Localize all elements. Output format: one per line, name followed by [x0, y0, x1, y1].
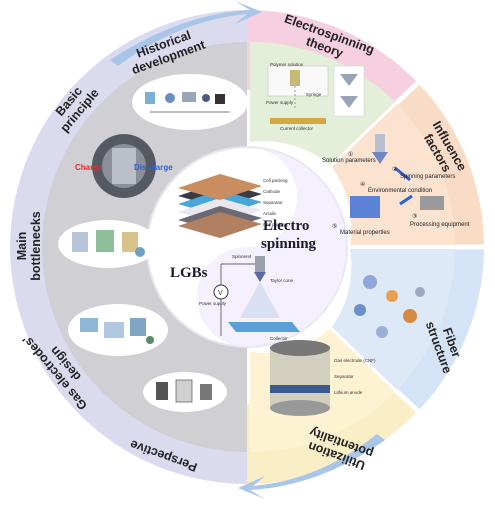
perspective-figures: [156, 379, 212, 403]
electro-label: Electro: [263, 218, 309, 234]
battery-stack-image: [178, 174, 262, 238]
power-supply-v: V: [218, 290, 223, 297]
fiber-panel: [332, 249, 455, 390]
gas-design-figures: [80, 318, 154, 344]
battery-label-separator: Separator: [263, 200, 283, 205]
influence-text-5: Material properties: [340, 230, 390, 236]
influence-text-3: Processing equipment: [410, 222, 470, 228]
influence-text-1: Solution parameters: [322, 158, 376, 164]
outer-ring-left: [10, 10, 247, 484]
taylor-cone-label: Taylor cone: [270, 278, 294, 283]
theory-label-polymer: Polymer solution: [270, 62, 304, 67]
influence-text-4: Environmental condition: [368, 188, 432, 194]
battery-label-cathode: Cathode: [263, 189, 281, 194]
top-arrow: [110, 1, 262, 66]
influence-text-2: Spinning parameters: [400, 174, 455, 180]
theory-label-syringe: Syringe: [306, 92, 322, 97]
influence-num-2: ②: [392, 166, 397, 173]
lgbs-label: LGBs: [170, 265, 208, 281]
battery-label-anode: Anode: [263, 211, 277, 216]
svg-text:bottlenecks: bottlenecks: [29, 211, 43, 281]
battery-label-cell-packing-bottom: Cell packing: [263, 222, 288, 227]
collector-label: Collector: [270, 336, 288, 341]
spinning-label: spinning: [261, 236, 317, 252]
historical-icons: [145, 92, 230, 113]
bottom-arrow: [238, 434, 385, 499]
influence-num-1: ①: [348, 151, 353, 158]
influence-num-3: ③: [412, 213, 417, 220]
battery-label-cell-packing-top: Cell packing: [263, 178, 288, 183]
electrospinning-setup-image: V: [213, 256, 300, 336]
influence-num-4: ④: [360, 181, 365, 188]
utilization-label-lithium: Lithium anode: [334, 390, 363, 395]
theory-label-power-supply: Power supply: [266, 100, 294, 105]
bottlenecks-figures: [72, 230, 145, 257]
label-bottlenecks: Main bottlenecks: [15, 211, 43, 281]
theory-label-collector: Current collector: [280, 126, 314, 131]
utilization-label-gas: Gas electrode (CNF): [334, 358, 376, 363]
svg-text:Main: Main: [15, 232, 29, 260]
theory-figure: [267, 65, 365, 124]
influence-num-5: ⑤: [332, 223, 337, 230]
fiber-figure: [354, 275, 425, 338]
spinneret-label: Spinneret: [232, 254, 252, 259]
influence-figure: [350, 134, 444, 218]
power-supply-label: Power supply: [199, 301, 227, 306]
charge-label: Charge: [75, 163, 103, 172]
utilization-figure: [270, 340, 330, 416]
discharge-label: Discharge: [134, 163, 173, 172]
utilization-label-separator: Separator: [334, 374, 354, 379]
